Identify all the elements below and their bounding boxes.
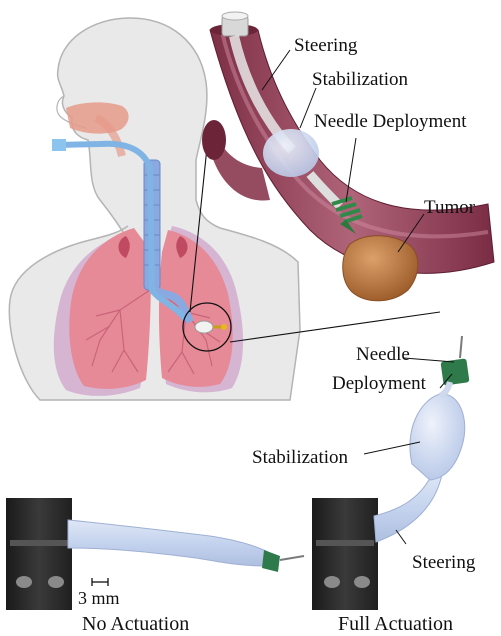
zoom-circle [182,302,232,352]
airway-icon [52,139,194,324]
label-tumor: Tumor [424,197,476,218]
label-steering-top: Steering [294,35,358,56]
label-needle-deployment-top: Needle Deployment [314,111,467,132]
label-needle-right: Needle [356,344,410,365]
scale-bar-label: 3 mm [78,588,120,608]
label-stabilization-right: Stabilization [252,447,349,468]
zoom-connector-top [189,127,210,313]
catheter-in-lung-icon [194,320,227,334]
caption-full-actuation: Full Actuation [338,613,453,635]
full-actuation-photo [312,335,470,610]
label-deployment-right: Deployment [332,373,426,394]
no-actuation-photo [6,498,305,610]
caption-no-actuation: No Actuation [82,613,190,635]
scale-bar-icon [91,578,109,586]
label-steering-right: Steering [412,552,476,573]
zoom-connector-right [229,311,441,343]
lung-icon [53,226,244,396]
label-stabilization-top: Stabilization [312,69,409,90]
bronchus-cutaway-icon [202,11,495,302]
